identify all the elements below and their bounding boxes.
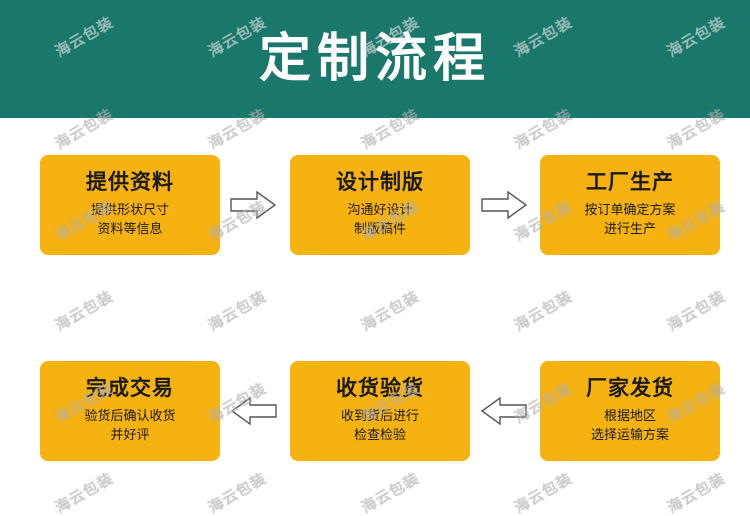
watermark-text: 海云包装	[511, 469, 576, 516]
step-description-line-2: 并好评	[110, 428, 150, 444]
step-description-line-1: 按订单确定方案	[584, 203, 676, 219]
step-description: 提供形状尺寸 资料等信息	[91, 202, 169, 240]
flow-step-factory-production[interactable]: 工厂生产 按订单确定方案 进行生产	[540, 155, 720, 255]
step-title: 完成交易	[86, 376, 174, 401]
step-title: 厂家发货	[586, 376, 674, 401]
page-header-banner: 定制流程	[0, 0, 750, 118]
flow-step-provide-materials[interactable]: 提供资料 提供形状尺寸 资料等信息	[40, 155, 220, 255]
watermark-text: 海云包装	[52, 287, 117, 335]
step-description-line-1: 验货后确认收货	[84, 409, 176, 425]
page-title: 定制流程	[258, 29, 491, 89]
flow-step-design-plate[interactable]: 设计制版 沟通好设计 制版稿件	[290, 155, 470, 255]
step-title: 设计制版	[336, 170, 424, 195]
arrow-left-icon	[231, 396, 277, 426]
step-description: 验货后确认收货 并好评	[84, 408, 175, 446]
arrow-right-icon	[230, 190, 276, 220]
step-title: 收货验货	[336, 376, 424, 401]
watermark-text: 海云包装	[358, 287, 423, 335]
watermark-text: 海云包装	[664, 287, 729, 335]
step-description: 根据地区 选择运输方案	[591, 408, 669, 446]
watermark-text: 海云包装	[205, 469, 270, 516]
flow-step-receive-inspect[interactable]: 收货验货 收到货后进行 检查检验	[290, 361, 470, 461]
step-description-line-1: 收到货后进行	[340, 409, 419, 425]
step-description-line-1: 根据地区	[603, 409, 656, 425]
step-description: 沟通好设计 制版稿件	[347, 202, 412, 240]
step-description-line-1: 提供形状尺寸	[90, 203, 169, 219]
step-title: 工厂生产	[586, 170, 674, 195]
flow-step-complete-transaction[interactable]: 完成交易 验货后确认收货 并好评	[40, 361, 220, 461]
step-description-line-2: 进行生产	[603, 222, 656, 238]
watermark-text: 海云包装	[511, 287, 576, 335]
step-description-line-2: 资料等信息	[97, 222, 163, 238]
step-description: 收到货后进行 检查检验	[341, 408, 419, 446]
step-description-line-2: 制版稿件	[353, 222, 406, 238]
watermark-text: 海云包装	[358, 469, 423, 516]
watermark-text: 海云包装	[205, 287, 270, 335]
step-description-line-1: 沟通好设计	[347, 203, 413, 219]
step-description-line-2: 选择运输方案	[590, 428, 669, 444]
watermark-text: 海云包装	[664, 469, 729, 516]
step-description: 按订单确定方案 进行生产	[584, 202, 675, 240]
flow-row-bottom: 完成交易 验货后确认收货 并好评 收货验货 收到货后进行 检查检验 厂家发货	[0, 358, 750, 464]
flow-row-top: 提供资料 提供形状尺寸 资料等信息 设计制版 沟通好设计 制版稿件 工厂生产	[0, 152, 750, 258]
step-description-line-2: 检查检验	[353, 428, 406, 444]
arrow-left-icon	[481, 396, 527, 426]
step-title: 提供资料	[86, 170, 174, 195]
arrow-right-icon	[481, 190, 527, 220]
watermark-text: 海云包装	[52, 469, 117, 516]
flow-step-manufacturer-shipping[interactable]: 厂家发货 根据地区 选择运输方案	[540, 361, 720, 461]
